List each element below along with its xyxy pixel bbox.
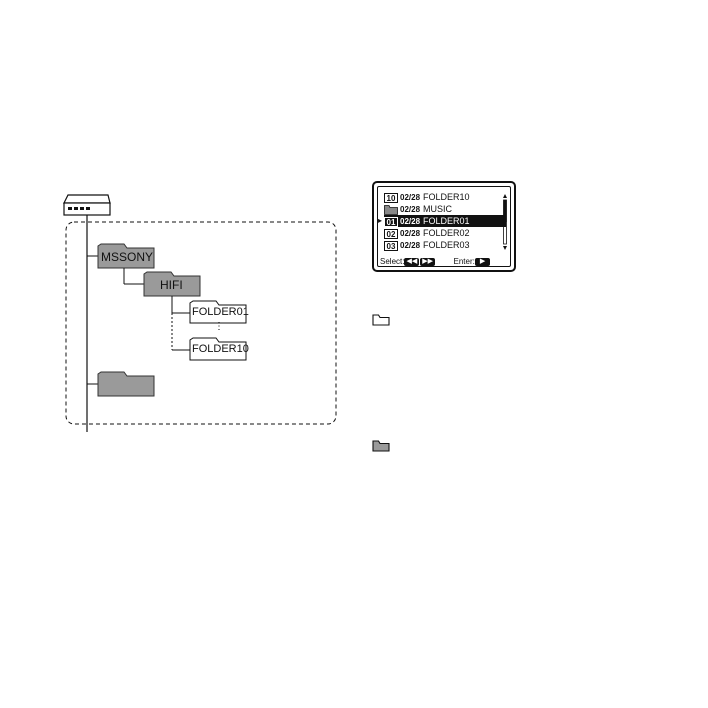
- item-name: FOLDER01: [423, 216, 470, 226]
- item-name: FOLDER02: [423, 228, 470, 238]
- item-date: 02/28: [400, 205, 421, 214]
- folder-outline-icon: [372, 314, 390, 326]
- folder01-label: FOLDER01: [192, 306, 249, 318]
- folder-number-badge: 01: [384, 216, 398, 227]
- mssony-folder-icon: [97, 243, 155, 269]
- item-date: 02/28: [400, 193, 421, 202]
- other-folder-icon: [97, 371, 155, 397]
- folder-number-badge: 02: [384, 228, 398, 239]
- next-key[interactable]: ▶▶: [420, 257, 436, 266]
- item-date: 02/28: [400, 241, 421, 250]
- folder10-icon: [189, 337, 247, 361]
- enter-key[interactable]: ▶: [474, 257, 491, 266]
- hifi-label: HIFI: [160, 278, 183, 292]
- lcd-bottom-bar: Select:◀◀▶▶ Enter:▶: [380, 256, 508, 268]
- folder-icon: [384, 204, 398, 215]
- selection-marker-icon: ▸: [378, 216, 383, 225]
- mssony-label: MSSONY: [101, 250, 154, 264]
- item-date: 02/28: [400, 229, 421, 238]
- hifi-folder-icon: [143, 271, 201, 297]
- prev-key[interactable]: ◀◀: [404, 257, 420, 266]
- storage-boundary: [65, 221, 337, 425]
- item-name: FOLDER10: [423, 192, 470, 202]
- item-name: FOLDER03: [423, 240, 470, 250]
- enter-label: Enter:: [453, 257, 475, 266]
- ellipsis: ⋮: [214, 321, 224, 332]
- folder10-label: FOLDER10: [192, 343, 249, 355]
- scrollbar[interactable]: [503, 194, 507, 250]
- folder-number-badge: 03: [384, 240, 398, 251]
- folder-number-badge: 10: [384, 192, 398, 203]
- folder01-icon: [189, 300, 247, 324]
- memory-stick-device-icon: [63, 194, 111, 216]
- item-name: MUSIC: [423, 204, 453, 214]
- folder-filled-icon: [372, 440, 390, 452]
- item-date: 02/28: [400, 217, 421, 226]
- select-label: Select:: [380, 257, 405, 266]
